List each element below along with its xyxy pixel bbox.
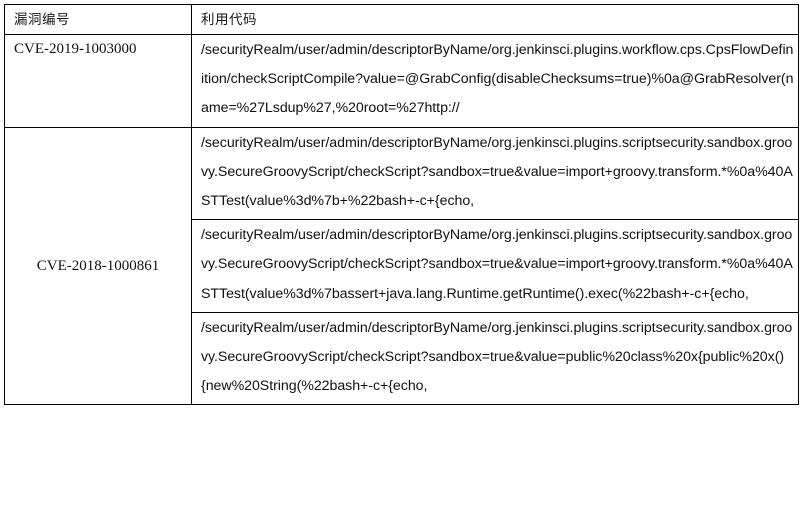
cell-exploit-code: /securityRealm/user/admin/descriptorByNa… bbox=[191, 219, 799, 313]
exploit-code-text: /securityRealm/user/admin/descriptorByNa… bbox=[201, 134, 793, 210]
table-row: /securityRealm/user/admin/descriptorByNa… bbox=[5, 311, 799, 406]
cell-vulnerability-id: CVE-2018-1000861 bbox=[4, 126, 192, 406]
table-body: CVE-2019-1003000 /securityRealm/user/adm… bbox=[4, 34, 799, 406]
column-header-exploit-code: 利用代码 bbox=[191, 4, 799, 35]
cell-exploit-code: /securityRealm/user/admin/descriptorByNa… bbox=[191, 34, 799, 128]
table-header: 漏洞编号 利用代码 bbox=[4, 4, 799, 35]
vulnerability-id-label: CVE-2018-1000861 bbox=[36, 258, 160, 275]
column-header-exploit-code-label: 利用代码 bbox=[201, 12, 257, 27]
table-row: /securityRealm/user/admin/descriptorByNa… bbox=[5, 219, 799, 313]
table-header-row: 漏洞编号 利用代码 bbox=[4, 4, 799, 35]
exploit-code-text: /securityRealm/user/admin/descriptorByNa… bbox=[201, 227, 793, 302]
column-header-vulnerability-id: 漏洞编号 bbox=[4, 4, 192, 35]
cell-vulnerability-id: CVE-2019-1003000 bbox=[4, 34, 192, 128]
vulnerability-exploit-table: 漏洞编号 利用代码 CVE-2019-1003000 /securityReal… bbox=[4, 4, 799, 406]
vulnerability-id-label: CVE-2019-1003000 bbox=[14, 41, 137, 57]
exploit-code-text: /securityRealm/user/admin/descriptorByNa… bbox=[201, 42, 794, 117]
column-header-vulnerability-id-label: 漏洞编号 bbox=[14, 12, 70, 27]
cell-exploit-code: /securityRealm/user/admin/descriptorByNa… bbox=[191, 311, 799, 406]
table-row: CVE-2019-1003000 /securityRealm/user/adm… bbox=[4, 34, 799, 128]
table-row: CVE-2018-1000861 /securityRealm/user/adm… bbox=[4, 126, 799, 406]
cell-exploit-code: /securityRealm/user/admin/descriptorByNa… bbox=[191, 126, 799, 221]
exploit-code-text: /securityRealm/user/admin/descriptorByNa… bbox=[201, 319, 793, 395]
